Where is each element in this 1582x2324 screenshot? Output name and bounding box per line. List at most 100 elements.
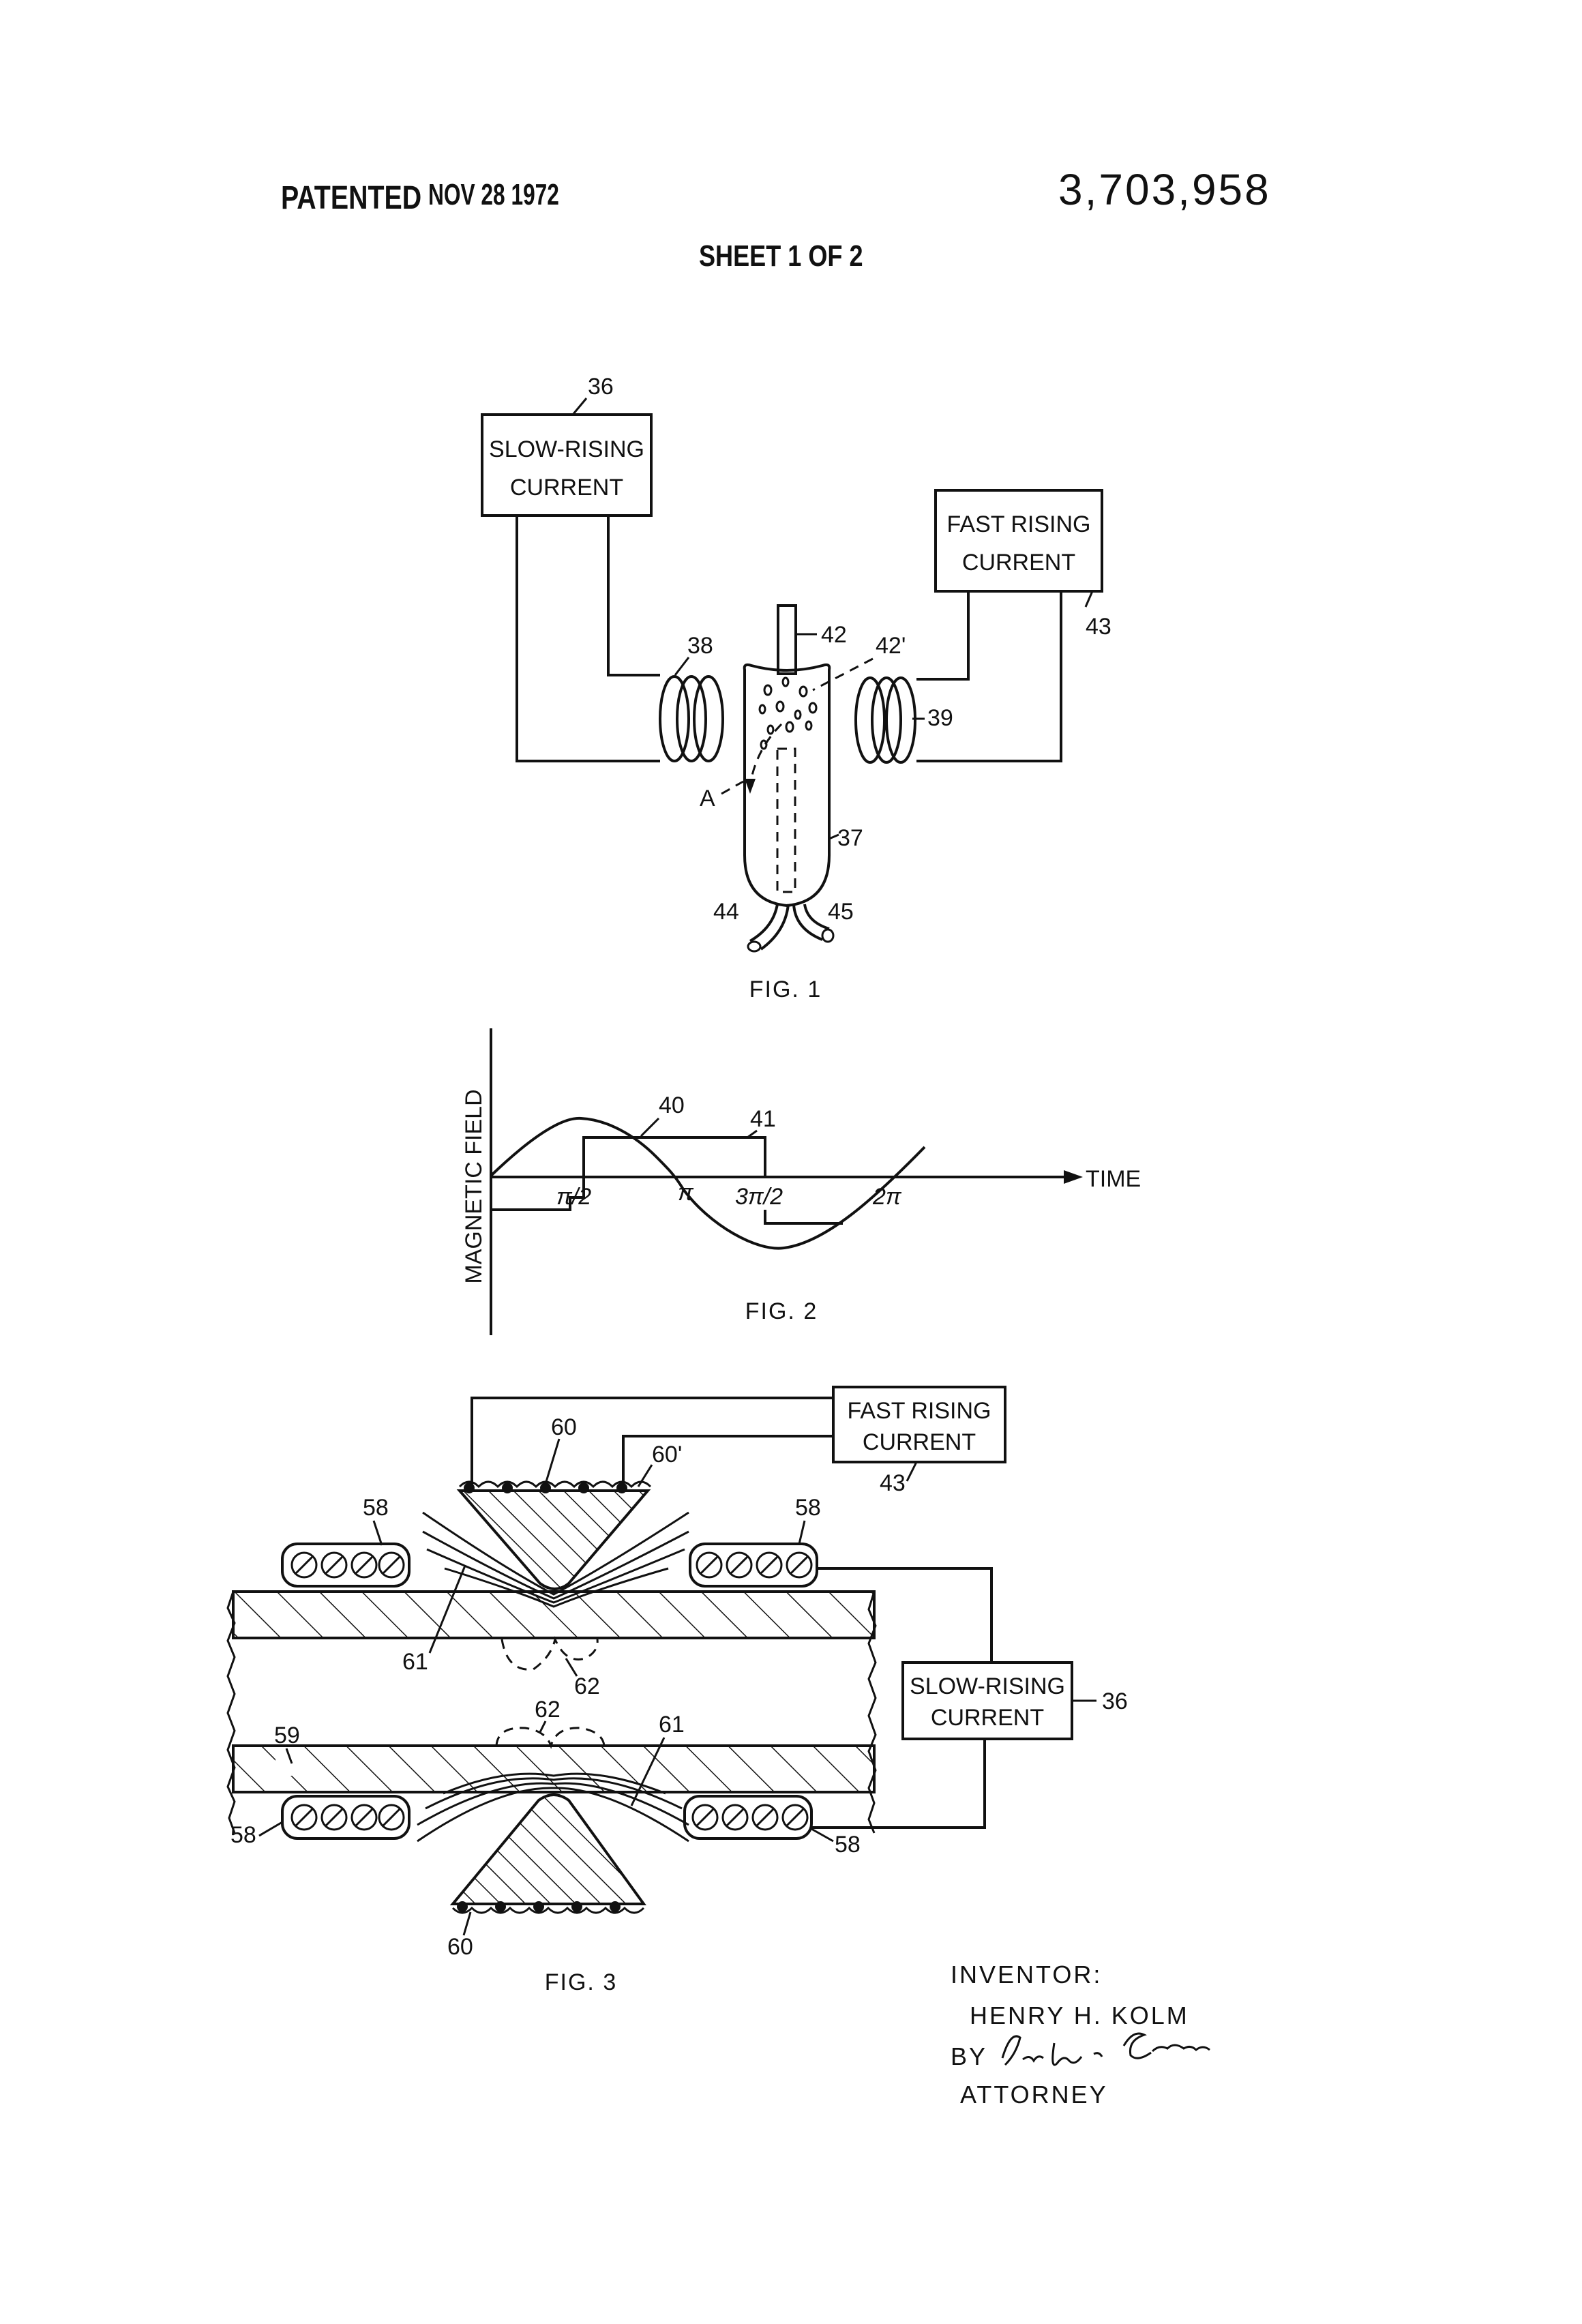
fig3-slow-box-line2: CURRENT	[931, 1705, 1044, 1731]
inventor-block: INVENTOR: HENRY H. KOLM BY ATTORNEY	[951, 1961, 1210, 2109]
fig3-ref-coil-top-left: 58	[363, 1495, 389, 1521]
fig1-ref-vessel: 37	[837, 825, 863, 851]
fig3-leader-core-bottom	[464, 1912, 471, 1935]
fig3-pipe-label-mask	[275, 1750, 305, 1776]
fig2-ylabel: MAGNETIC FIELD	[461, 1089, 487, 1283]
fig1-ref-arrow: A	[700, 786, 715, 811]
fig3-core-top	[460, 1491, 648, 1589]
fig2-tick-2pi: 2π	[872, 1184, 902, 1210]
inventor-label: INVENTOR:	[951, 1961, 1102, 1988]
inventor-by: BY	[951, 2042, 987, 2070]
fig2-pulse-waveform	[491, 1137, 765, 1210]
fig1-slow-box-line1: SLOW-RISING	[489, 436, 644, 462]
fig1-fast-box-line2: CURRENT	[962, 550, 1075, 576]
fig1-ref-coil-left: 38	[687, 633, 713, 659]
attorney-label: ATTORNEY	[960, 2081, 1108, 2109]
fig1-ref-particles: 42'	[876, 633, 906, 659]
fig1-wire-left-outer	[517, 516, 660, 761]
fig3-ref-core-bottom: 60	[447, 1934, 473, 1960]
fig2-tick-pi-half: π/2	[556, 1184, 591, 1210]
fig1-arrowhead	[745, 779, 756, 794]
fig1-caption: FIG. 1	[749, 977, 822, 1002]
fig1-tube-left-end	[748, 942, 760, 951]
fig1-leader-arrow	[721, 781, 743, 794]
attorney-signature	[1002, 2034, 1210, 2065]
fig3-ref-coil-bottom-left: 58	[230, 1822, 256, 1848]
header: PATENTED NOV 28 1972 3,703,958 SHEET 1 O…	[281, 165, 1271, 273]
fig1-wire-left-inner	[608, 516, 660, 675]
fig3-ref-fast-box: 43	[880, 1470, 906, 1496]
fig1-ref-slow-box: 36	[588, 374, 614, 400]
fig3-coil-top-right-windings	[697, 1553, 811, 1577]
fig1-leader-fast-box	[1086, 591, 1092, 607]
fig2-ref-pulse: 41	[750, 1106, 776, 1132]
fig3-pipe-wall-top	[233, 1592, 874, 1638]
fig1-ref-rod: 42	[821, 622, 847, 648]
fig1-coil-right	[856, 678, 915, 762]
fig3-core-bottom	[453, 1795, 644, 1904]
patented-label: PATENTED	[281, 179, 421, 216]
fig1-coil-left	[660, 676, 723, 761]
fig1-wire-right-outer	[916, 591, 1061, 761]
fig3-ref-region-top: 62	[574, 1673, 600, 1699]
fig3-fast-box-line1: FAST RISING	[848, 1398, 991, 1424]
fig1-particles	[760, 678, 816, 749]
fig3-leader-coil-top-right	[799, 1521, 805, 1544]
fig1-tube-right-end	[822, 929, 833, 942]
inventor-name: HENRY H. KOLM	[970, 2001, 1189, 2029]
fig1-fast-current-box	[936, 490, 1102, 591]
fig3-leader-region-top	[566, 1658, 577, 1676]
fig1-ref-fast-box: 43	[1086, 614, 1111, 640]
fig2-leader-sine	[641, 1118, 659, 1136]
fig3-leader-coil-bottom-left	[259, 1822, 282, 1836]
fig2: TIME MAGNETIC FIELD 40 41 π/2 π 3π/2 2π …	[461, 1028, 1141, 1335]
fig2-ref-sine: 40	[659, 1092, 685, 1118]
fig2-x-arrowhead	[1064, 1170, 1083, 1184]
fig1-ref-tube-right: 45	[828, 899, 854, 925]
fig1-ref-coil-right: 39	[927, 705, 953, 731]
fig3-coil-bottom-left-windings	[292, 1805, 404, 1830]
fig1-leader-slow-box	[573, 398, 586, 415]
fig3-pipe-wall-bottom	[233, 1746, 874, 1792]
fig3-leader-coil-bottom-right	[811, 1829, 833, 1841]
fig3-caption: FIG. 3	[545, 1969, 617, 1995]
fig3-ref-coil-bottom-right: 58	[835, 1832, 861, 1858]
fig2-tick-pi: π	[678, 1180, 694, 1206]
fig2-pulse-tail	[765, 1210, 843, 1223]
fig1-tube-right	[794, 904, 829, 940]
fig1-rod	[778, 606, 796, 674]
patent-number: 3,703,958	[1058, 165, 1271, 214]
sheet-number: SHEET 1 OF 2	[699, 239, 863, 273]
fig3-region-top	[502, 1639, 597, 1669]
fig3-ref-field-top: 61	[402, 1649, 428, 1675]
fig3-ref-core-prime: 60'	[652, 1442, 682, 1468]
fig3-fast-box-line2: CURRENT	[863, 1429, 976, 1455]
fig3-leader-core-top	[546, 1439, 559, 1484]
fig2-caption: FIG. 2	[745, 1298, 818, 1324]
fig1-ref-tube-left: 44	[713, 899, 739, 925]
fig1-wire-right-inner	[916, 591, 968, 679]
fig3-coil-bottom-right-windings	[693, 1805, 807, 1830]
fig3-leader-fast-box	[907, 1462, 916, 1481]
fig3-ref-coil-top-right: 58	[795, 1495, 821, 1521]
fig1-vessel	[745, 665, 830, 906]
fig1-fast-box-line1: FAST RISING	[947, 511, 1091, 537]
patented-date: NOV 28 1972	[428, 178, 559, 211]
fig3-ref-field-bottom: 61	[659, 1712, 685, 1738]
fig3-ref-pipe: 59	[274, 1723, 300, 1748]
fig1: SLOW-RISING CURRENT 36 38 FAST RISING CU…	[482, 374, 1111, 1002]
fig3-ref-region-bottom: 62	[535, 1697, 561, 1723]
fig3-coil-top-left-windings	[292, 1553, 404, 1577]
fig2-xlabel: TIME	[1086, 1166, 1141, 1192]
fig2-tick-3pi-half: 3π/2	[735, 1184, 783, 1210]
fig3-pipe-break-left	[228, 1592, 235, 1833]
fig1-leader-coil-left	[675, 657, 689, 675]
fig1-slow-box-line2: CURRENT	[510, 475, 623, 501]
fig3-ref-core-top: 60	[551, 1414, 577, 1440]
fig3-slow-box-line1: SLOW-RISING	[910, 1673, 1065, 1699]
fig3-region-bottom	[496, 1728, 604, 1746]
fig3-leader-coil-top-left	[374, 1521, 382, 1545]
fig3: FAST RISING CURRENT 43 60 60'	[228, 1387, 1128, 1995]
fig1-collector	[777, 749, 795, 892]
